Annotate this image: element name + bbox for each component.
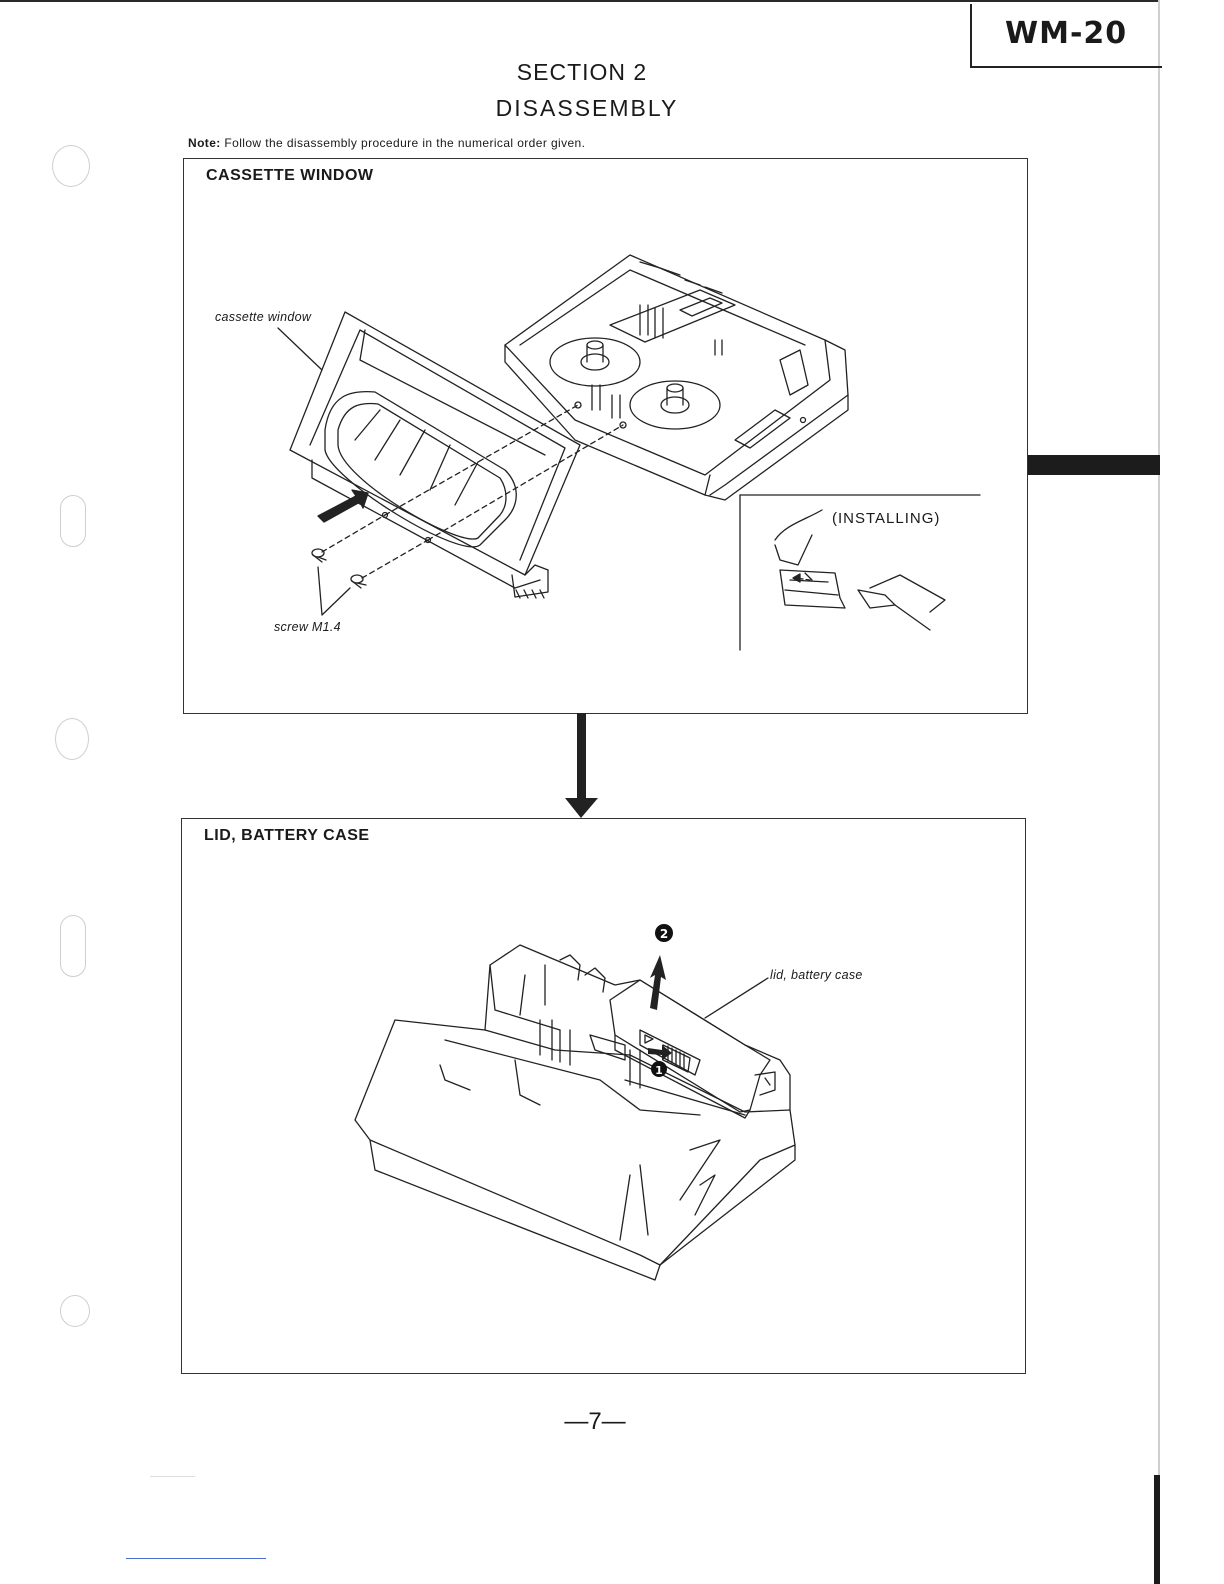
page-number: —7— <box>0 1408 1190 1436</box>
step-down-arrow-shaft <box>577 713 586 801</box>
footer-rule <box>126 1558 266 1559</box>
screw-drawing <box>312 549 366 588</box>
lift-up-arrow <box>650 955 666 1010</box>
player-body-drawing <box>355 945 795 1280</box>
screw-callout: screw M1.4 <box>274 620 341 634</box>
faint-rule <box>150 1476 195 1477</box>
cassette-mechanism-drawing <box>505 255 848 500</box>
step-down-arrowhead <box>565 798 598 818</box>
cassette-window-callout: cassette window <box>215 310 311 324</box>
installing-label: (INSTALLING) <box>832 510 940 527</box>
lid-leader-line <box>705 978 768 1018</box>
window-leader-line <box>278 328 322 370</box>
lid-battery-case-callout: lid, battery case <box>770 968 863 982</box>
step-1-number: 1 <box>655 1064 663 1077</box>
step-2-number: 2 <box>660 927 668 941</box>
cassette-window-drawing <box>290 312 580 598</box>
battery-lid-drawing <box>610 980 775 1118</box>
screw-leader-line <box>318 567 350 615</box>
